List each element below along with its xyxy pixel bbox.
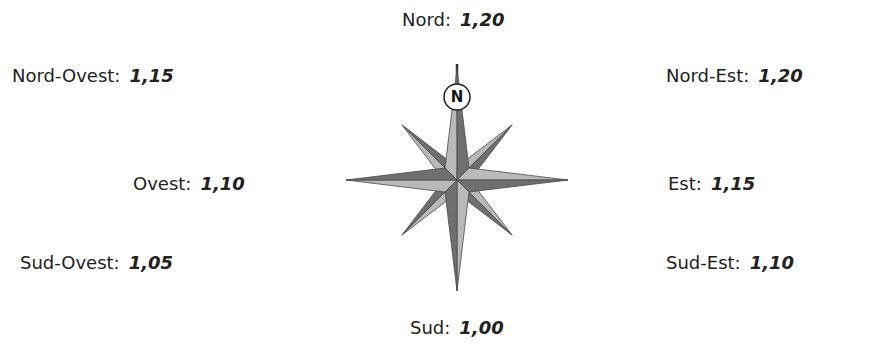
direction-row: Sud-Ovest: 1,05 — [20, 252, 173, 273]
compass-star — [346, 69, 568, 291]
direction-row: Ovest: 1,10 — [133, 173, 245, 194]
star-point — [457, 180, 568, 192]
direction-name: Sud-Ovest: — [20, 252, 120, 273]
star-point — [457, 180, 469, 291]
direction-value: 1,05 — [129, 252, 173, 273]
direction-value: 1,15 — [711, 173, 755, 194]
direction-name: Nord-Ovest: — [12, 65, 120, 86]
direction-row: Sud-Est: 1,10 — [666, 252, 794, 273]
north-letter: N — [451, 88, 464, 106]
direction-value: 1,20 — [758, 65, 802, 86]
direction-row: Est: 1,15 — [668, 173, 755, 194]
direction-row: Nord-Ovest: 1,15 — [12, 65, 174, 86]
direction-value: 1,10 — [750, 252, 794, 273]
direction-name: Nord: — [402, 9, 451, 30]
direction-name: Sud: — [410, 317, 450, 338]
direction-value: 1,20 — [460, 9, 504, 30]
direction-value: 1,10 — [200, 173, 244, 194]
star-point — [457, 168, 568, 180]
badge-circle-shape — [444, 84, 470, 110]
direction-row: Nord-Est: 1,20 — [666, 65, 803, 86]
direction-row: Nord: 1,20 — [402, 9, 504, 30]
direction-value: 1,15 — [129, 65, 173, 86]
north-badge: N — [443, 83, 471, 111]
direction-name: Est: — [668, 173, 702, 194]
direction-value: 1,00 — [459, 317, 503, 338]
star-point — [346, 180, 457, 192]
direction-name: Sud-Est: — [666, 252, 741, 273]
star-point — [445, 180, 457, 291]
direction-name: Nord-Est: — [666, 65, 749, 86]
direction-row: Sud: 1,00 — [410, 317, 504, 338]
direction-name: Ovest: — [133, 173, 191, 194]
star-point — [346, 168, 457, 180]
